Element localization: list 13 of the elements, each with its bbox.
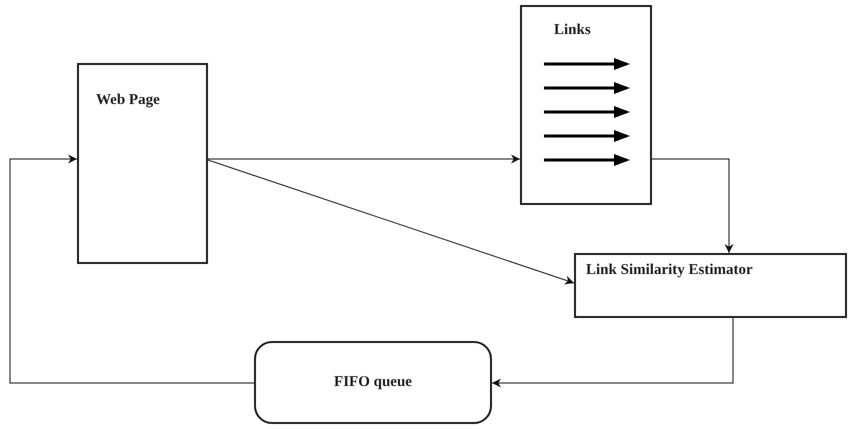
- process-box: [574, 253, 847, 318]
- node-label: Link Similarity Estimator: [586, 261, 753, 280]
- node-label: FIFO queue: [334, 373, 412, 392]
- node-label: Links: [554, 21, 591, 40]
- arrow: [10, 154, 254, 384]
- rounded-box: [254, 341, 492, 424]
- arrow: [652, 158, 734, 254]
- arrow: [208, 154, 520, 164]
- arrow: [492, 318, 734, 388]
- node-label: Web Page: [96, 91, 160, 110]
- process-box: [520, 5, 652, 205]
- arrow: [208, 160, 574, 284]
- process-box: [77, 63, 208, 264]
